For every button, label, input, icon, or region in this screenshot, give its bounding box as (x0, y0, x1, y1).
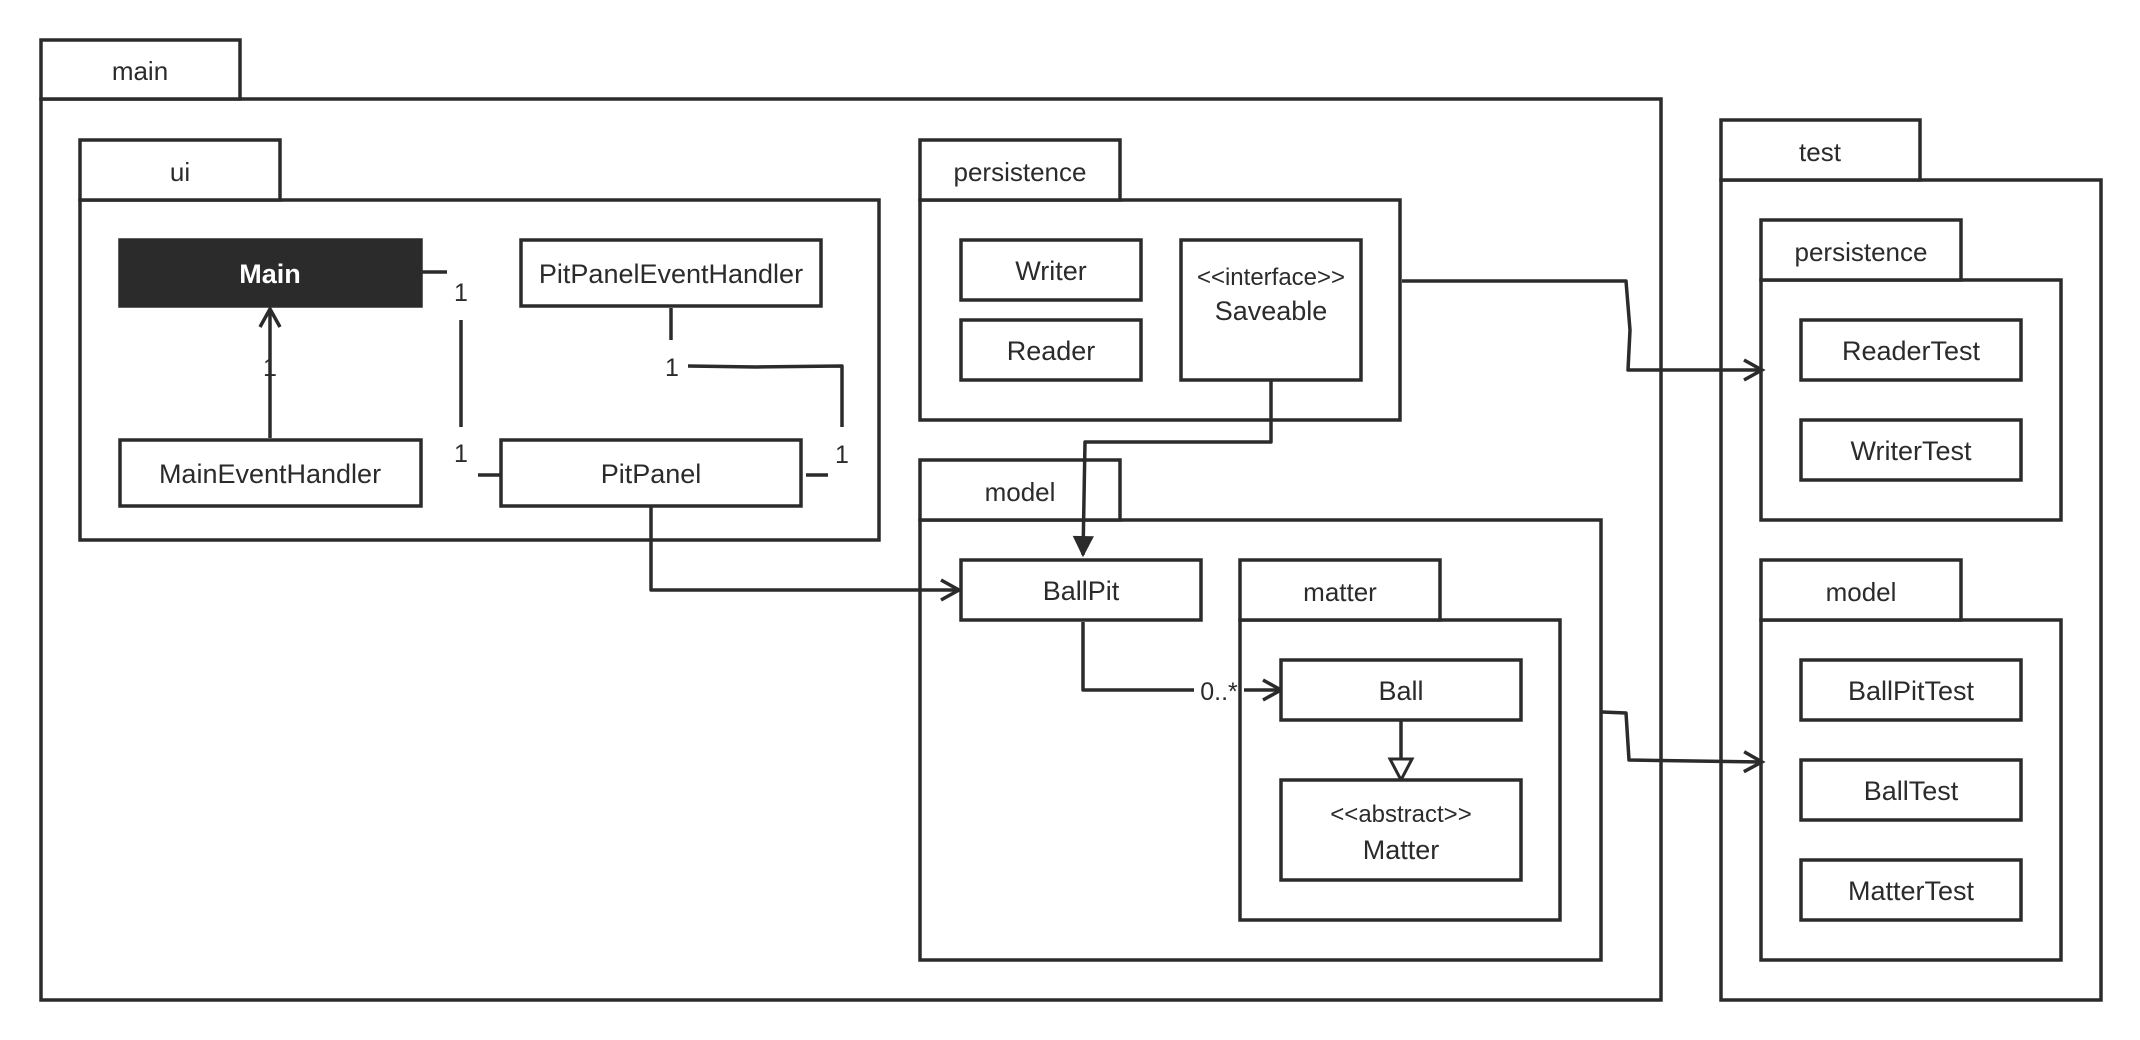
mult-mainhandler-main: 1 (263, 354, 277, 382)
class-main[interactable]: Main (118, 238, 423, 308)
mult-main-pitpanel-top: 1 (454, 279, 468, 307)
class-saveable-stereotype: <<interface>> (1197, 264, 1345, 291)
connectors (258, 270, 1766, 784)
package-test-persistence-label: persistence (1795, 237, 1928, 267)
package-matter-label: matter (1303, 577, 1377, 607)
class-pit-panel-event-handler[interactable]: PitPanelEventHandler (519, 238, 823, 308)
package-main-label: main (112, 56, 168, 86)
class-saveable-label: Saveable (1215, 296, 1328, 326)
class-ball-test-label: BallTest (1864, 776, 1959, 806)
mult-main-pitpanel-bottom: 1 (454, 440, 468, 468)
class-matter-stereotype: <<abstract>> (1330, 801, 1471, 828)
class-ball[interactable]: Ball (1279, 658, 1523, 722)
mult-pitpanelhandler-bottom: 1 (835, 441, 849, 469)
class-matter-label: Matter (1363, 835, 1440, 865)
edge-ballpit-ball[interactable] (1081, 622, 1281, 690)
class-reader-test-label: ReaderTest (1842, 336, 1981, 366)
package-test-label: test (1799, 137, 1842, 167)
class-ball-pit-label: BallPit (1043, 576, 1120, 606)
class-main-event-handler-label: MainEventHandler (159, 459, 381, 489)
class-writer[interactable]: Writer (959, 238, 1143, 302)
edge-pitpanel-ballpit[interactable] (649, 507, 963, 602)
package-ui-label: ui (170, 157, 190, 187)
class-main-event-handler[interactable]: MainEventHandler (118, 438, 423, 508)
mult-pitpanelhandler-top: 1 (665, 354, 679, 382)
edge-model-testmodel[interactable] (1601, 710, 1766, 774)
package-persistence-label: persistence (954, 157, 1087, 187)
class-writer-label: Writer (1015, 256, 1087, 286)
class-pit-panel[interactable]: PitPanel (499, 438, 803, 508)
class-ball-test[interactable]: BallTest (1799, 758, 2023, 822)
class-reader[interactable]: Reader (959, 318, 1143, 382)
edge-saveable-ballpit[interactable] (1072, 380, 1273, 558)
class-ball-pit-test-label: BallPitTest (1848, 676, 1975, 706)
class-writer-test[interactable]: WriterTest (1799, 418, 2023, 482)
class-writer-test-label: WriterTest (1850, 436, 1972, 466)
package-model-label: model (985, 477, 1056, 507)
edge-pitpanelhandler-pitpanel[interactable] (669, 308, 844, 477)
class-ball-pit[interactable]: BallPit (959, 558, 1203, 622)
edge-persistence-testpersistence[interactable] (1402, 279, 1766, 382)
class-matter-test-label: MatterTest (1848, 876, 1975, 906)
class-saveable[interactable]: <<interface>> Saveable (1179, 238, 1363, 382)
class-pit-panel-event-handler-label: PitPanelEventHandler (539, 259, 803, 289)
class-matter[interactable]: <<abstract>> Matter (1279, 778, 1523, 882)
multiplicity-labels: 1 1 1 1 1 0..* (263, 279, 1238, 706)
class-ball-pit-test[interactable]: BallPitTest (1799, 658, 2023, 722)
class-main-label: Main (239, 259, 301, 289)
package-test-model-label: model (1826, 577, 1897, 607)
mult-ballpit-ball: 0..* (1200, 678, 1238, 706)
class-reader-test[interactable]: ReaderTest (1799, 318, 2023, 382)
class-matter-test[interactable]: MatterTest (1799, 858, 2023, 922)
class-reader-label: Reader (1007, 336, 1096, 366)
class-ball-label: Ball (1378, 676, 1423, 706)
class-pit-panel-label: PitPanel (601, 459, 702, 489)
edge-main-pitpanel[interactable] (421, 270, 500, 477)
